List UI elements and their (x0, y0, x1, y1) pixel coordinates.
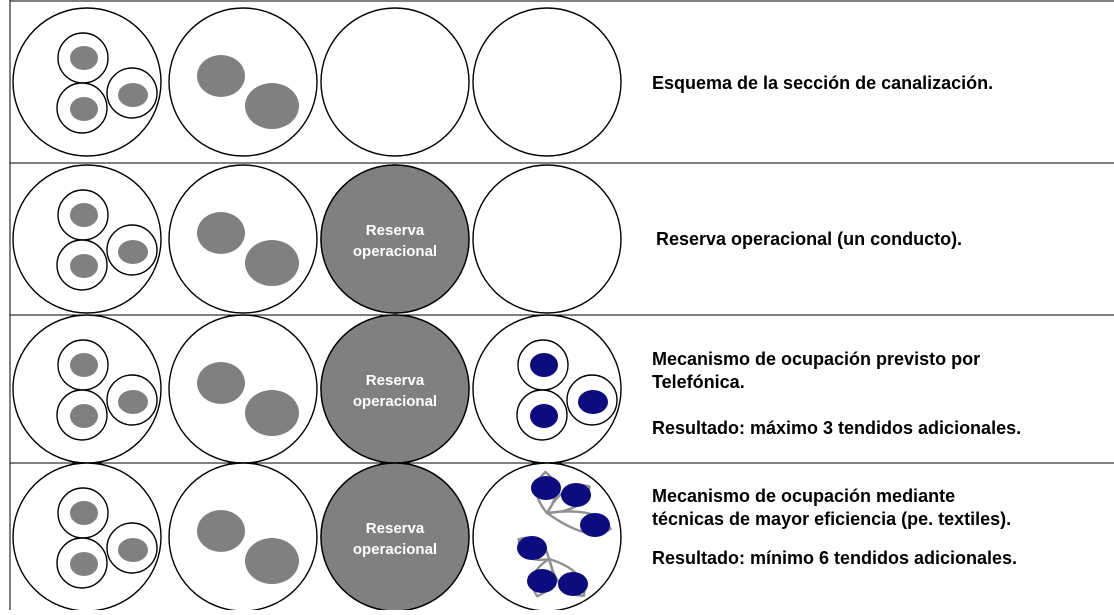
existing-cable (70, 552, 98, 576)
textile-cell (545, 510, 612, 535)
existing-cable (70, 46, 98, 70)
existing-cable (70, 203, 98, 227)
row-4-caption-line-1: Mecanismo de ocupación mediante (652, 486, 956, 506)
duct-section-row (12, 7, 622, 157)
row-4-caption-line-2: técnicas de mayor eficiencia (pe. textil… (652, 509, 1012, 529)
existing-cable (118, 83, 148, 107)
duct (472, 164, 622, 314)
operational-reserve-duct (320, 164, 470, 314)
existing-cable (197, 212, 245, 254)
textile-innerduct (517, 470, 612, 598)
new-cable (527, 569, 557, 593)
duct (320, 7, 470, 157)
row-3-caption-line-1: Mecanismo de ocupación previsto por (652, 349, 981, 369)
existing-cable (245, 83, 299, 129)
reserve-label: Reserva (366, 520, 425, 537)
existing-cable (70, 97, 98, 121)
existing-cable (197, 362, 245, 404)
new-cable (531, 476, 561, 500)
reserve-label: operacional (353, 541, 437, 558)
textile-cell (545, 484, 591, 515)
existing-cable (118, 538, 148, 562)
duct-section-row: Reserva operacional (12, 314, 622, 464)
duct (472, 7, 622, 157)
textile-cell (535, 470, 557, 515)
existing-cable (197, 510, 245, 552)
existing-cable (70, 501, 98, 525)
reserve-label: Reserva (366, 222, 425, 239)
operational-reserve-duct (320, 314, 470, 464)
existing-cable (70, 404, 98, 428)
existing-cable (245, 538, 299, 584)
new-cable (530, 353, 558, 377)
new-cable (561, 483, 591, 507)
row-3-result: Resultado: máximo 3 tendidos adicionales… (652, 418, 1022, 438)
new-cable (517, 536, 547, 560)
new-cable (530, 404, 558, 428)
new-cable (578, 390, 608, 414)
row-2-caption: Reserva operacional (un conducto). (656, 229, 963, 249)
existing-cable (118, 240, 148, 264)
reserve-label: operacional (353, 393, 437, 410)
existing-cable (70, 254, 98, 278)
reserve-label: operacional (353, 243, 437, 260)
row-3-caption-line-2: Telefónica. (652, 372, 745, 392)
row-4-result: Resultado: mínimo 6 tendidos adicionales… (652, 548, 1018, 568)
existing-cable (70, 353, 98, 377)
existing-cable (245, 390, 299, 436)
new-cable (580, 513, 610, 537)
duct-section-row: Reserva operacional (12, 462, 622, 612)
existing-cable (118, 390, 148, 414)
duct-section-row: Reserva operacional (12, 164, 622, 314)
new-cable (558, 572, 588, 596)
existing-cable (245, 240, 299, 286)
reserve-label: Reserva (366, 372, 425, 389)
existing-cable (197, 55, 245, 97)
rows-layer: ReservaoperacionalReservaoperacionalRese… (12, 7, 622, 612)
row-1-caption: Esquema de la sección de canalización. (652, 73, 994, 93)
